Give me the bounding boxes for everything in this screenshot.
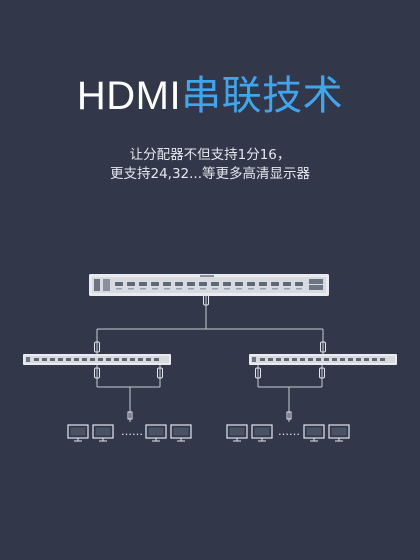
hdmi-port-icon bbox=[364, 358, 369, 361]
monitor-icon bbox=[226, 424, 248, 442]
hdmi-plug-icons bbox=[94, 294, 326, 420]
hdmi-port-icon bbox=[348, 358, 353, 361]
hdmi-port-icon bbox=[50, 358, 55, 361]
hdmi-port-icon bbox=[223, 282, 231, 286]
hdmi-port-icon bbox=[74, 358, 79, 361]
hdmi-port-icon bbox=[151, 282, 159, 286]
hdmi-port-icon bbox=[58, 358, 63, 361]
hdmi-port-icon bbox=[316, 358, 321, 361]
hdmi-port-icon bbox=[276, 358, 281, 361]
page-title: HDMI串联技术 bbox=[0, 68, 420, 124]
hdmi-port-icon bbox=[260, 358, 265, 361]
monitor-icon bbox=[303, 424, 325, 442]
hdmi-port-icon bbox=[127, 282, 135, 286]
ellipsis-right: …… bbox=[278, 425, 300, 438]
monitor-icon bbox=[251, 424, 273, 442]
hdmi-port-icon bbox=[122, 358, 127, 361]
hdmi-port-icon bbox=[295, 282, 303, 286]
hdmi-port-icon bbox=[34, 358, 39, 361]
subtitle-line-2: 更支持24,32...等更多高清显示器 bbox=[109, 166, 311, 182]
monitor-icon bbox=[145, 424, 167, 442]
hdmi-port-icon bbox=[115, 282, 123, 286]
hdmi-port-icon bbox=[268, 358, 273, 361]
hdmi-plug-icon bbox=[255, 367, 261, 379]
hdmi-port-icon bbox=[82, 358, 87, 361]
hdmi-port-icon bbox=[114, 358, 119, 361]
hdmi-port-icon bbox=[332, 358, 337, 361]
hdmi-port-icon bbox=[356, 358, 361, 361]
title-hdmi: HDMI bbox=[76, 74, 182, 118]
monitor-icon bbox=[92, 424, 114, 442]
secondary-splitter-left bbox=[23, 354, 171, 365]
monitor-icon bbox=[170, 424, 192, 442]
hdmi-port-icon bbox=[247, 282, 255, 286]
monitor-icon bbox=[67, 424, 89, 442]
hdmi-plug-icon bbox=[203, 294, 209, 306]
hdmi-port-icon bbox=[372, 358, 377, 361]
hdmi-port-icon bbox=[380, 358, 385, 361]
hdmi-port-icon bbox=[187, 282, 195, 286]
hdmi-port-icon bbox=[308, 358, 313, 361]
hdmi-port-icon bbox=[211, 282, 219, 286]
connection-lines bbox=[96, 296, 324, 422]
hdmi-port-icon bbox=[284, 358, 289, 361]
hdmi-plug-icon bbox=[94, 367, 100, 379]
hdmi-port-icon bbox=[259, 282, 267, 286]
subtitle-line-1: 让分配器不但支持1分16， bbox=[129, 147, 291, 163]
hdmi-port-icon bbox=[138, 358, 143, 361]
hdmi-plug-icon bbox=[157, 367, 163, 379]
hdmi-port-icon bbox=[139, 282, 147, 286]
hdmi-port-icon bbox=[340, 358, 345, 361]
monitor-icon bbox=[328, 424, 350, 442]
hdmi-plug-icon bbox=[320, 341, 326, 353]
hdmi-port-icon bbox=[271, 282, 279, 286]
hdmi-port-icon bbox=[175, 282, 183, 286]
title-cascade-tech: 串联技术 bbox=[181, 73, 344, 119]
ellipsis-left: …… bbox=[121, 425, 143, 438]
hdmi-port-icon bbox=[130, 358, 135, 361]
hdmi-port-icon bbox=[90, 358, 95, 361]
hdmi-port-icon bbox=[163, 282, 171, 286]
hdmi-port-icon bbox=[292, 358, 297, 361]
hdmi-plug-icon bbox=[127, 411, 133, 420]
hdmi-port-icon bbox=[154, 358, 159, 361]
secondary-splitter-right bbox=[249, 354, 397, 365]
hdmi-plug-icon bbox=[319, 367, 325, 379]
hdmi-plug-icon bbox=[286, 411, 292, 420]
hdmi-port-icon bbox=[199, 282, 207, 286]
main-splitter bbox=[89, 274, 329, 296]
monitor-icons bbox=[67, 424, 350, 442]
hdmi-port-icon bbox=[300, 358, 305, 361]
hdmi-port-icon bbox=[42, 358, 47, 361]
hdmi-port-icon bbox=[324, 358, 329, 361]
hdmi-plug-icon bbox=[94, 341, 100, 353]
hdmi-port-icon bbox=[106, 358, 111, 361]
hdmi-port-icon bbox=[235, 282, 243, 286]
hdmi-port-icon bbox=[98, 358, 103, 361]
hdmi-port-icon bbox=[283, 282, 291, 286]
hdmi-port-icon bbox=[146, 358, 151, 361]
hdmi-port-icon bbox=[66, 358, 71, 361]
